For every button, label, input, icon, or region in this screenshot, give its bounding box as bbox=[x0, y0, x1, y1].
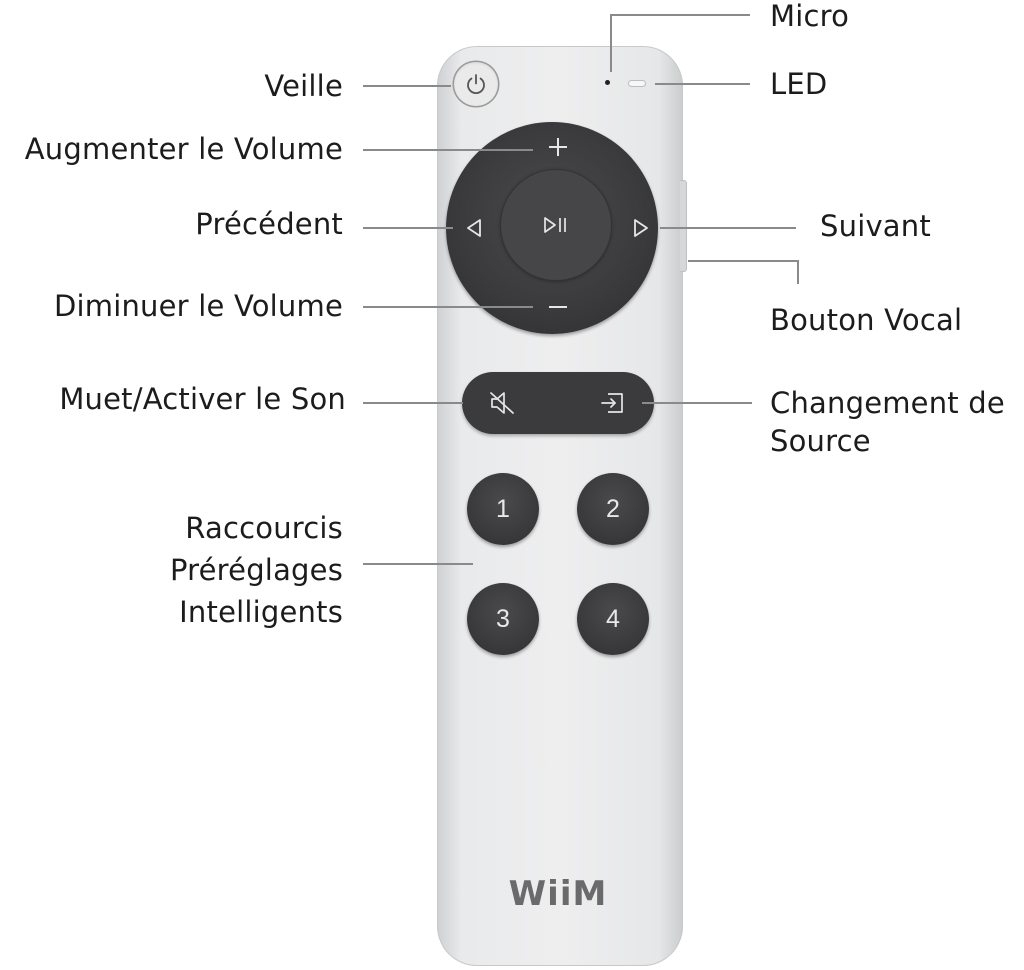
previous-button[interactable] bbox=[456, 210, 492, 246]
leader-previous bbox=[363, 227, 453, 229]
play-pause-icon bbox=[542, 214, 570, 236]
label-volume-up: Augmenter le Volume bbox=[24, 132, 343, 166]
label-veille: Veille bbox=[264, 69, 343, 103]
preset-button-1[interactable]: 1 bbox=[467, 473, 539, 545]
leader-mute bbox=[363, 402, 463, 404]
preset-button-2[interactable]: 2 bbox=[577, 473, 649, 545]
standby-button[interactable] bbox=[454, 62, 498, 106]
leader-micro-h bbox=[610, 14, 750, 16]
leader-volume-up bbox=[363, 149, 533, 151]
preset-button-4[interactable]: 4 bbox=[577, 583, 649, 655]
source-button[interactable] bbox=[594, 386, 630, 420]
label-led: LED bbox=[770, 67, 828, 101]
label-source-line1: Changement de bbox=[770, 386, 1005, 420]
triangle-left-icon bbox=[463, 217, 485, 239]
label-source-line2: Source bbox=[770, 424, 871, 458]
label-next: Suivant bbox=[820, 209, 931, 243]
label-mute: Muet/Activer le Son bbox=[59, 382, 346, 416]
triangle-right-icon bbox=[630, 217, 652, 239]
label-voice-button: Bouton Vocal bbox=[770, 303, 963, 337]
power-icon bbox=[464, 72, 488, 96]
label-presets-line1: Raccourcis bbox=[185, 511, 343, 545]
volume-down-button[interactable] bbox=[540, 294, 576, 320]
leader-micro-v bbox=[610, 14, 612, 72]
leader-source bbox=[642, 402, 752, 404]
voice-button[interactable] bbox=[680, 180, 687, 272]
microphone bbox=[605, 80, 610, 85]
label-presets-line2: Préréglages bbox=[169, 553, 343, 587]
leader-voice-h bbox=[688, 260, 798, 262]
leader-volume-down bbox=[363, 306, 533, 308]
led-indicator bbox=[629, 81, 645, 86]
leader-next bbox=[660, 227, 796, 229]
label-volume-down: Diminuer le Volume bbox=[53, 289, 343, 323]
brand-logo: WiiM bbox=[508, 874, 608, 914]
leader-presets bbox=[363, 563, 473, 565]
preset-button-3[interactable]: 3 bbox=[467, 583, 539, 655]
label-micro: Micro bbox=[770, 0, 850, 33]
play-pause-button[interactable] bbox=[501, 170, 611, 280]
input-source-icon bbox=[598, 390, 626, 416]
mute-button[interactable] bbox=[484, 386, 520, 420]
label-presets: Raccourcis Préréglages Intelligents bbox=[0, 507, 343, 633]
label-presets-line3: Intelligents bbox=[179, 595, 343, 629]
leader-veille bbox=[363, 85, 451, 87]
speaker-mute-icon bbox=[488, 390, 516, 416]
plus-icon bbox=[546, 135, 570, 159]
label-previous: Précédent bbox=[195, 207, 343, 241]
leader-led bbox=[655, 83, 750, 85]
next-button[interactable] bbox=[623, 210, 659, 246]
leader-voice-v bbox=[797, 260, 799, 284]
volume-up-button[interactable] bbox=[540, 132, 576, 162]
minus-icon bbox=[546, 295, 570, 319]
